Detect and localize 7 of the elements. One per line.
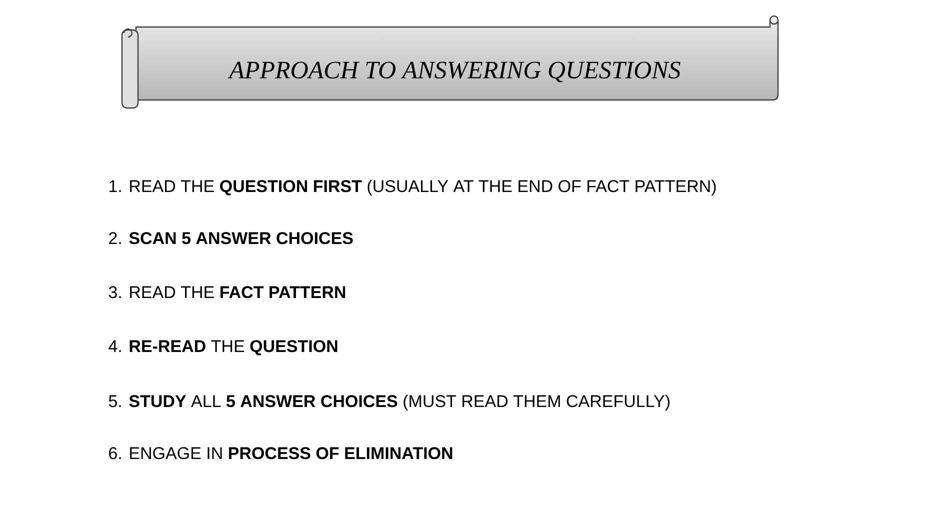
list-item: 3. READ THE FACT PATTERN	[108, 286, 346, 298]
list-item: 4. RE-READ THE QUESTION	[108, 340, 338, 356]
list-item: 2. SCAN 5 ANSWER CHOICES	[109, 232, 353, 244]
scroll-banner: APPROACH TO ANSWERING QUESTIONS	[121, 15, 779, 109]
list-item: 1. READ THE QUESTION FIRST (USUALLY AT THE END OF FACT PATTERN)	[110, 180, 716, 196]
list-item: 6. ENGAGE IN PROCESS OF ELIMINATION	[109, 447, 452, 460]
list-item: 5. STUDY ALL 5 ANSWER CHOICES (MUST READ THEM CAREFULLY)	[108, 394, 670, 411]
